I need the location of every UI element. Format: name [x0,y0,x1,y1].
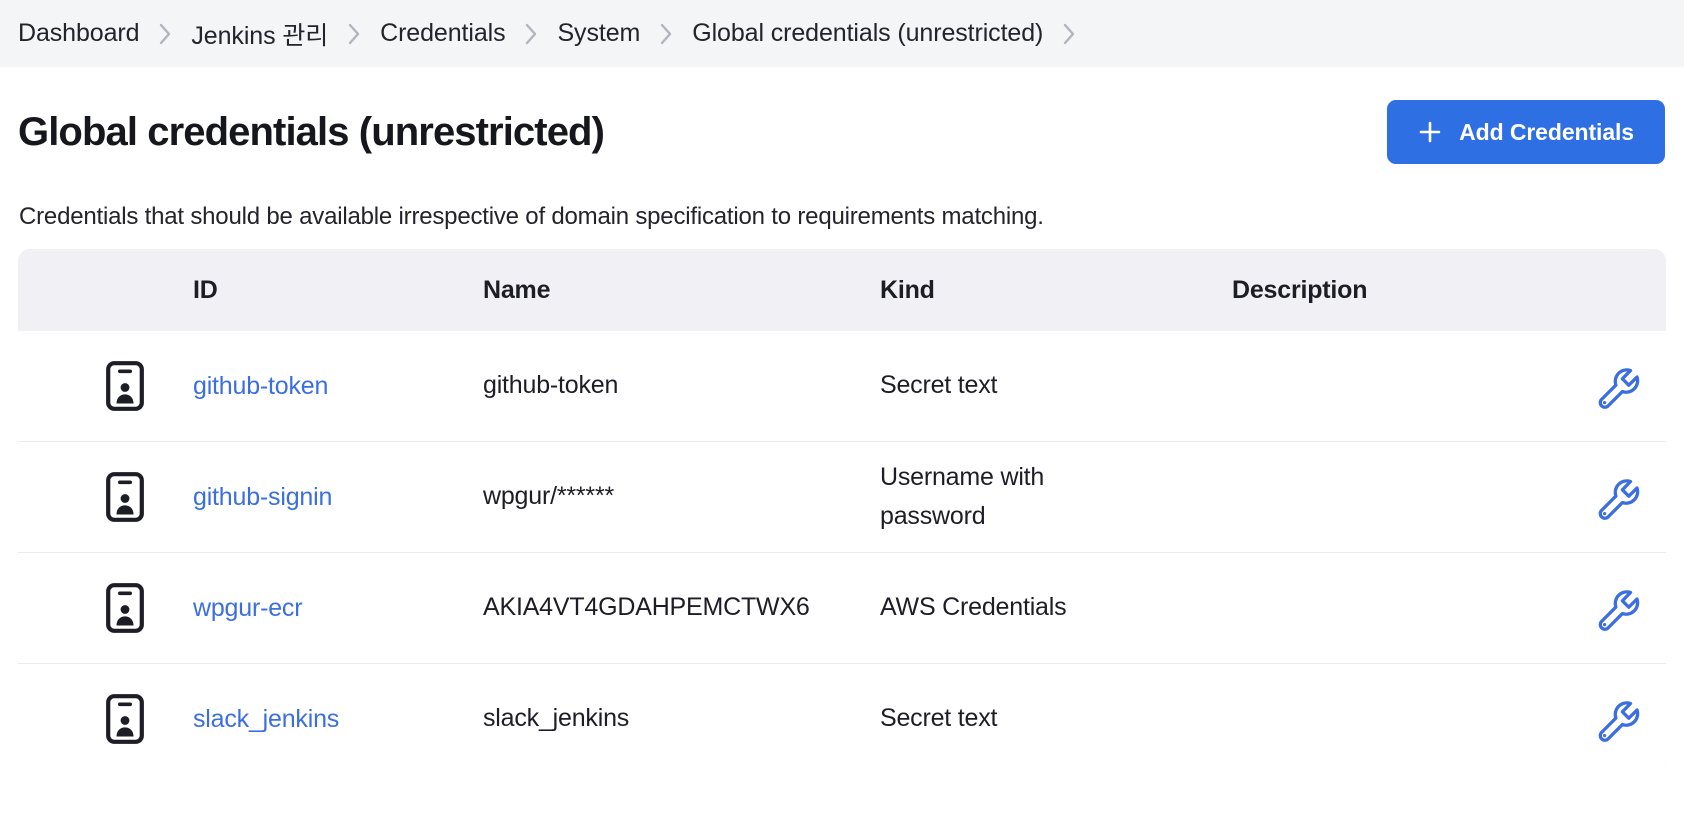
chevron-right-icon [1043,22,1095,46]
add-credentials-label: Add Credentials [1459,118,1634,145]
cell-id: github-token [193,372,483,401]
column-header-name: Name [483,275,551,304]
cell-kind: AWS Credentials [880,593,1067,622]
column-header-id: ID [193,275,218,304]
credentials-table: ID Name Kind Description github-token gi… [18,249,1666,774]
configure-action[interactable] [1566,693,1666,745]
cell-kind: Username with password [880,462,1045,531]
cell-name: wpgur/****** [483,482,615,511]
cell-id: github-signin [193,483,483,512]
table-header-row: ID Name Kind Description [18,249,1666,331]
breadcrumb: Dashboard Jenkins 관리 Credentials System … [0,0,1684,67]
breadcrumb-item-jenkins-admin[interactable]: Jenkins 관리 [191,21,329,50]
chevron-right-icon [640,22,692,46]
table-row[interactable]: github-signin wpgur/****** Username with… [18,442,1666,553]
credential-badge-icon [18,583,193,633]
cell-name: slack_jenkins [483,704,630,733]
page-title: Global credentials (unrestricted) [18,110,605,154]
add-credentials-button[interactable]: Add Credentials [1387,100,1665,164]
configure-action[interactable] [1566,471,1666,523]
cell-id: slack_jenkins [193,705,483,734]
credential-id-link[interactable]: github-token [193,371,329,400]
configure-action[interactable] [1566,582,1666,634]
cell-name: AKIA4VT4GDAHPEMCTWX6 [483,593,810,622]
cell-name: github-token [483,371,619,400]
credential-badge-icon [18,472,193,522]
plus-icon [1418,120,1442,144]
cell-kind: Secret text [880,371,998,400]
credential-id-link[interactable]: wpgur-ecr [193,593,303,622]
page-description: Credentials that should be available irr… [19,203,1044,230]
cell-id: wpgur-ecr [193,594,483,623]
page-content: Global credentials (unrestricted) Add Cr… [0,100,1684,774]
column-header-kind: Kind [880,275,935,304]
breadcrumb-item-system[interactable]: System [557,19,641,47]
table-row[interactable]: wpgur-ecr AKIA4VT4GDAHPEMCTWX6 AWS Crede… [18,553,1666,664]
credential-badge-icon [18,361,193,411]
page-header: Global credentials (unrestricted) Add Cr… [18,100,1666,164]
chevron-right-icon [328,22,380,46]
credential-id-link[interactable]: github-signin [193,482,333,511]
chevron-right-icon [139,22,191,46]
table-row[interactable]: slack_jenkins slack_jenkins Secret text [18,664,1666,774]
credential-badge-icon [18,694,193,744]
breadcrumb-item-global-credentials[interactable]: Global credentials (unrestricted) [692,19,1044,47]
configure-action[interactable] [1566,360,1666,412]
breadcrumb-item-credentials[interactable]: Credentials [380,19,506,47]
column-header-description: Description [1232,275,1368,304]
credential-id-link[interactable]: slack_jenkins [193,704,340,733]
cell-kind: Secret text [880,704,998,733]
breadcrumb-item-dashboard[interactable]: Dashboard [18,19,140,47]
chevron-right-icon [505,22,557,46]
table-row[interactable]: github-token github-token Secret text [18,331,1666,442]
